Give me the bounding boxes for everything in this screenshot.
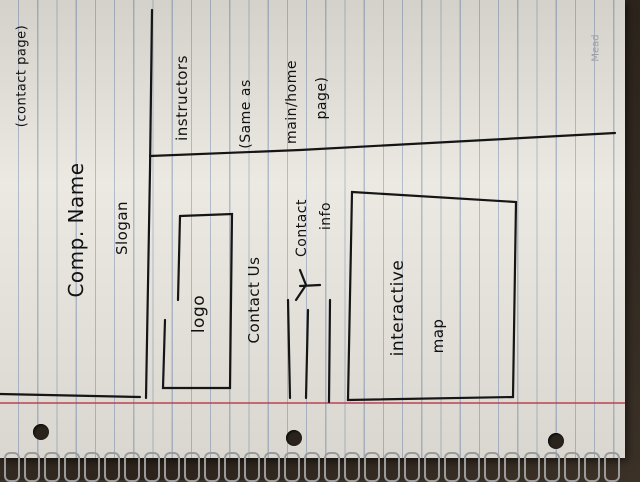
paper-shading	[0, 0, 625, 458]
contact-us-label: Contact Us	[245, 256, 263, 344]
contact-bracket	[298, 283, 322, 288]
logo-box	[161, 212, 234, 390]
wireframe-sketch	[0, 8, 617, 404]
contact-info-line2: info	[318, 201, 334, 231]
nav-note-line3: page)	[314, 76, 330, 120]
binder-hole	[548, 433, 564, 449]
nav-note-line2: main/home	[284, 60, 300, 144]
nav-divider-line	[148, 131, 617, 158]
header-bottom-line	[0, 392, 142, 399]
page-label: (contact page)	[14, 24, 30, 128]
nav-note-line1: (Same as	[238, 79, 254, 149]
margin-line	[0, 402, 625, 404]
notebook-page: Mead (contact page) Comp. Name Slogan in…	[0, 0, 625, 458]
map-box	[346, 190, 518, 402]
header-divider-line	[144, 8, 154, 400]
binder-hole	[33, 424, 49, 440]
logo-label: logo	[189, 294, 209, 334]
contact-info-line1: Contact	[294, 199, 310, 257]
map-label-line2: map	[429, 318, 447, 354]
slogan: Slogan	[113, 200, 131, 256]
company-name: Comp. Name	[64, 162, 88, 298]
nav-instructors: instructors	[173, 55, 191, 141]
binder-hole	[286, 430, 302, 446]
map-label-line1: interactive	[388, 259, 408, 357]
